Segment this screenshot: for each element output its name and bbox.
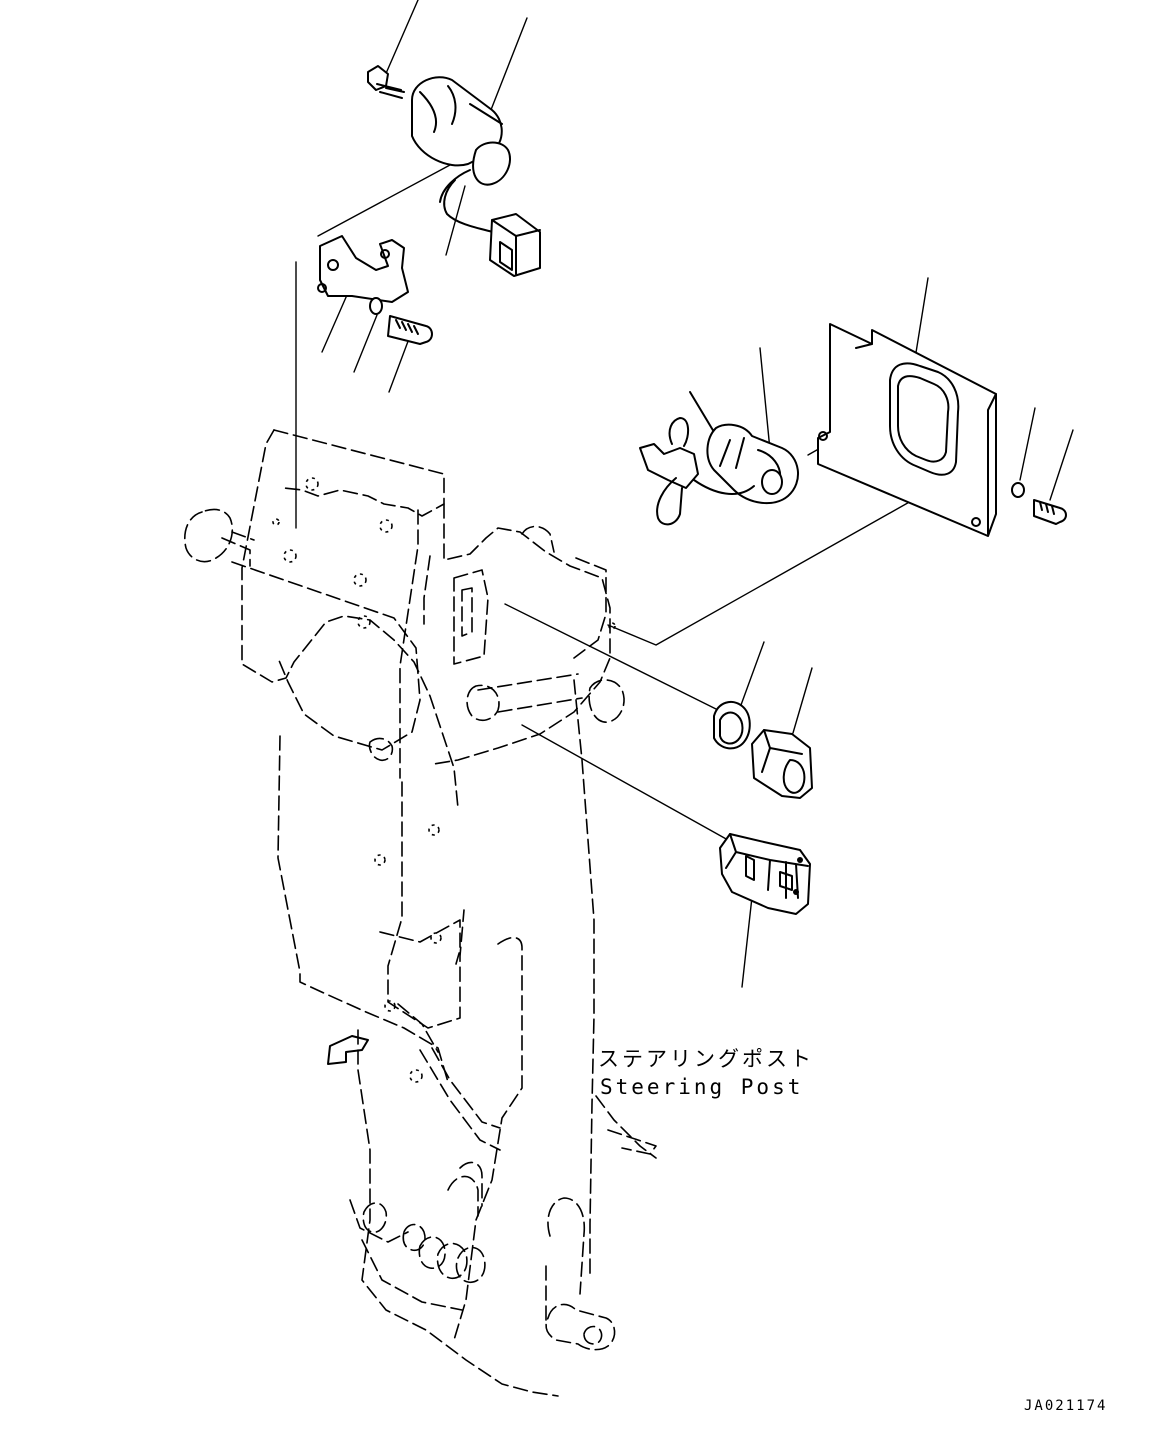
bracket [317, 235, 433, 345]
key-switch [367, 65, 541, 277]
push-switch [751, 729, 813, 799]
leader-lines [321, 0, 1074, 988]
steering-post-label-en: Steering Post [600, 1075, 804, 1099]
drawing-code: JA021174 [1024, 1398, 1108, 1414]
cover-plate [817, 323, 1067, 537]
steering-post [184, 429, 657, 1397]
rocker-switch [719, 833, 811, 915]
grommet [713, 700, 751, 750]
steering-post-label-jp: ステアリングポスト [598, 1047, 814, 1071]
toggle-switch [639, 391, 800, 526]
